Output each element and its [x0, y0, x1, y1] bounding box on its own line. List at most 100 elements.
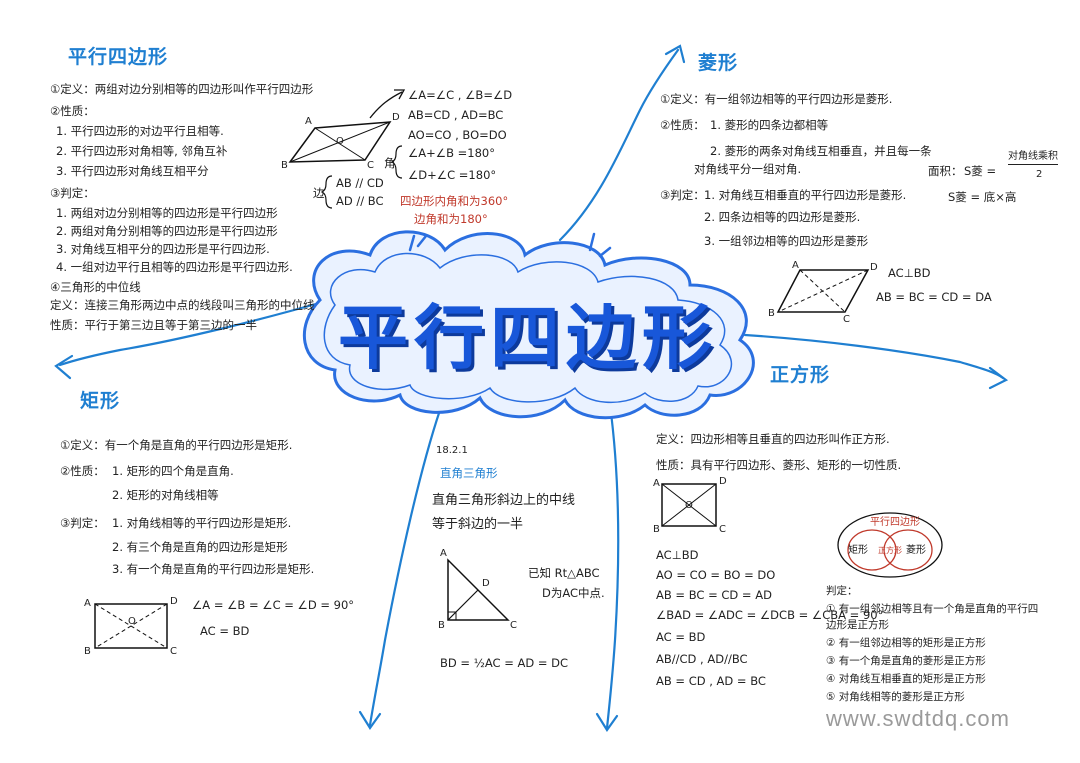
branch-to-triangle: [368, 408, 442, 727]
pgram-fact-1: ∠A=∠C , ∠B=∠D: [408, 88, 513, 102]
triangle-statement-2: 等于斜边的一半: [432, 517, 524, 532]
watermark: www.swdtdq.com: [826, 706, 1010, 731]
pgram-fact-3: AO=CO , BO=DO: [408, 128, 507, 142]
square-fact-2: AO = CO = BO = DO: [656, 568, 776, 582]
pgram-label-b: B: [281, 160, 288, 171]
rhombus-label-d: D: [870, 262, 878, 273]
rhombus-area-label: 面积：: [928, 164, 963, 178]
square-label-a: A: [653, 478, 660, 489]
pgram-sum-note-2: 边角和为180°: [414, 212, 488, 226]
venn-label-left: 矩形: [848, 545, 868, 556]
branch-to-parallelogram: [58, 298, 332, 367]
right-triangle-figure: [447, 558, 510, 621]
rhombus-property-1: 1. 菱形的四条边都相等: [710, 118, 829, 132]
arrowhead-down-right: [595, 712, 619, 732]
parallelogram-judgment-3: 3. 对角线互相平分的四边形是平行四边形.: [56, 242, 270, 256]
rhombus-area-formula-2: S菱 = 底×高: [948, 190, 1017, 204]
square-label-b: B: [653, 524, 660, 535]
rhombus-judgment-3: 3. 一组邻边相等的四边形是菱形: [704, 234, 869, 248]
pgram-label-o: O: [336, 136, 344, 147]
rhombus-definition: ①定义：有一组邻边相等的平行四边形是菱形.: [660, 92, 893, 106]
square-judgment-3: ③ 有一个角是直角的菱形是正方形: [826, 655, 986, 667]
parallelogram-judgment-heading: ③判定：: [50, 186, 95, 200]
square-judgment-5: ⑤ 对角线相等的菱形是正方形: [826, 691, 965, 703]
pgram-side-label: 边: [313, 186, 325, 200]
title-cloud: [303, 230, 755, 420]
parallelogram-figure: [288, 121, 392, 163]
pgram-label-a: A: [305, 116, 312, 127]
rect-label-o: O: [128, 616, 136, 627]
rect-label-c: C: [170, 646, 177, 657]
rhombus-judgment-heading: ③判定：: [660, 188, 705, 202]
rectangle-definition: ①定义：有一个角是直角的平行四边形是矩形.: [60, 438, 293, 452]
branch-to-rhombus: [558, 48, 680, 242]
square-heading: 正方形: [770, 364, 831, 386]
midline-property: 性质：平行于第三边且等于第三边的一半: [50, 318, 257, 332]
arrowhead-down-left: [358, 710, 382, 730]
central-title: 平行四边形: [338, 297, 718, 379]
tri-label-c: C: [510, 620, 517, 631]
rectangle-judgment-heading: ③判定：: [60, 516, 105, 530]
parallelogram-judgment-4: 4. 一组对边平行且相等的四边形是平行四边形.: [56, 260, 293, 274]
rect-label-a: A: [84, 598, 91, 609]
square-judgment-2: ② 有一组邻边相等的矩形是正方形: [826, 637, 986, 649]
midline-heading: ④三角形的中位线: [50, 280, 141, 294]
square-fact-7: AB = CD , AD = BC: [656, 674, 766, 688]
rhombus-label-a: A: [792, 260, 799, 271]
branch-to-square-section: [605, 403, 620, 730]
triangle-heading: 直角三角形: [440, 466, 498, 480]
square-definition: 定义：四边形相等且垂直的四边形叫作正方形.: [656, 432, 890, 446]
rhombus-label-c: C: [843, 314, 850, 325]
venn-label-outer: 平行四边形: [870, 517, 920, 528]
square-fact-5: AC = BD: [656, 630, 706, 644]
rectangle-property-1: 1. 矩形的四个角是直角.: [112, 464, 234, 478]
rectangle-figure: [94, 603, 168, 649]
pgram-sum-note-1: 四边形内角和为360°: [400, 194, 509, 208]
rhombus-fact-2: AB = BC = CD = DA: [876, 290, 992, 304]
square-property: 性质：具有平行四边形、菱形、矩形的一切性质.: [656, 458, 902, 472]
pgram-fact-2: AB=CD , AD=BC: [408, 108, 504, 122]
arrowhead-up: [664, 44, 686, 64]
rhombus-area-numerator: 对角线乘积: [1008, 150, 1058, 165]
rhombus-area-formula: S菱 =: [964, 164, 997, 178]
rect-label-d: D: [170, 596, 178, 607]
rhombus-property-2: 2. 菱形的两条对角线互相垂直，并且每一条: [710, 144, 932, 158]
square-judgment-4: ④ 对角线互相垂直的矩形是正方形: [826, 673, 986, 685]
rectangle-heading: 矩形: [80, 390, 121, 412]
branch-lines: [58, 48, 1005, 730]
square-fact-4: ∠BAD = ∠ADC = ∠DCB = ∠CBA = 90°: [656, 608, 884, 622]
triangle-statement-1: 直角三角形斜边上的中线: [432, 493, 576, 508]
rhombus-figure: [776, 269, 870, 313]
rect-fact-1: ∠A = ∠B = ∠C = ∠D = 90°: [192, 598, 355, 612]
arrowheads: [54, 44, 1009, 732]
parallelogram-definition: ①定义：两组对边分别相等的四边形叫作平行四边形: [50, 82, 314, 96]
parallelogram-arrowhead: [394, 89, 406, 100]
arrowhead-right: [988, 366, 1009, 390]
parallelogram-property-3: 3. 平行四边形对角线互相平分: [56, 164, 209, 178]
rect-fact-2: AC = BD: [200, 624, 250, 638]
rectangle-property-heading: ②性质：: [60, 464, 105, 478]
square-judgment-heading: 判定：: [826, 585, 858, 597]
tri-label-a: A: [440, 548, 447, 559]
square-judgment-1b: 边形是正方形: [826, 619, 889, 631]
parallelogram-judgment-2: 2. 两组对角分别相等的四边形是平行四边形: [56, 224, 278, 238]
rectangle-property-2: 2. 矩形的对角线相等: [112, 488, 219, 502]
square-label-d: D: [719, 476, 727, 487]
triangle-section-number: 18.2.1: [436, 445, 468, 456]
triangle-conclusion: BD = ½AC = AD = DC: [440, 656, 569, 670]
rhombus-judgment-1: 1. 对角线互相垂直的平行四边形是菱形.: [704, 188, 907, 202]
venn-diagram: [837, 512, 943, 578]
rectangle-judgment-2: 2. 有三个角是直角的四边形是矩形: [112, 540, 288, 554]
pgram-label-c: C: [367, 160, 374, 171]
pgram-label-d: D: [392, 112, 400, 123]
parallelogram-judgment-1: 1. 两组对边分别相等的四边形是平行四边形: [56, 206, 278, 220]
parallelogram-property-1: 1. 平行四边形的对边平行且相等.: [56, 124, 224, 138]
square-figure: [661, 483, 717, 527]
parallelogram-property-heading: ②性质：: [50, 104, 95, 118]
arrowhead-left: [54, 354, 74, 380]
parallelogram-heading: 平行四边形: [68, 46, 169, 68]
square-fact-3: AB = BC = CD = AD: [656, 588, 772, 602]
midline-definition: 定义：连接三角形两边中点的线段叫三角形的中位线: [50, 298, 315, 312]
pgram-side-fact-2: AD // BC: [336, 194, 384, 208]
branch-to-square: [743, 333, 1005, 380]
